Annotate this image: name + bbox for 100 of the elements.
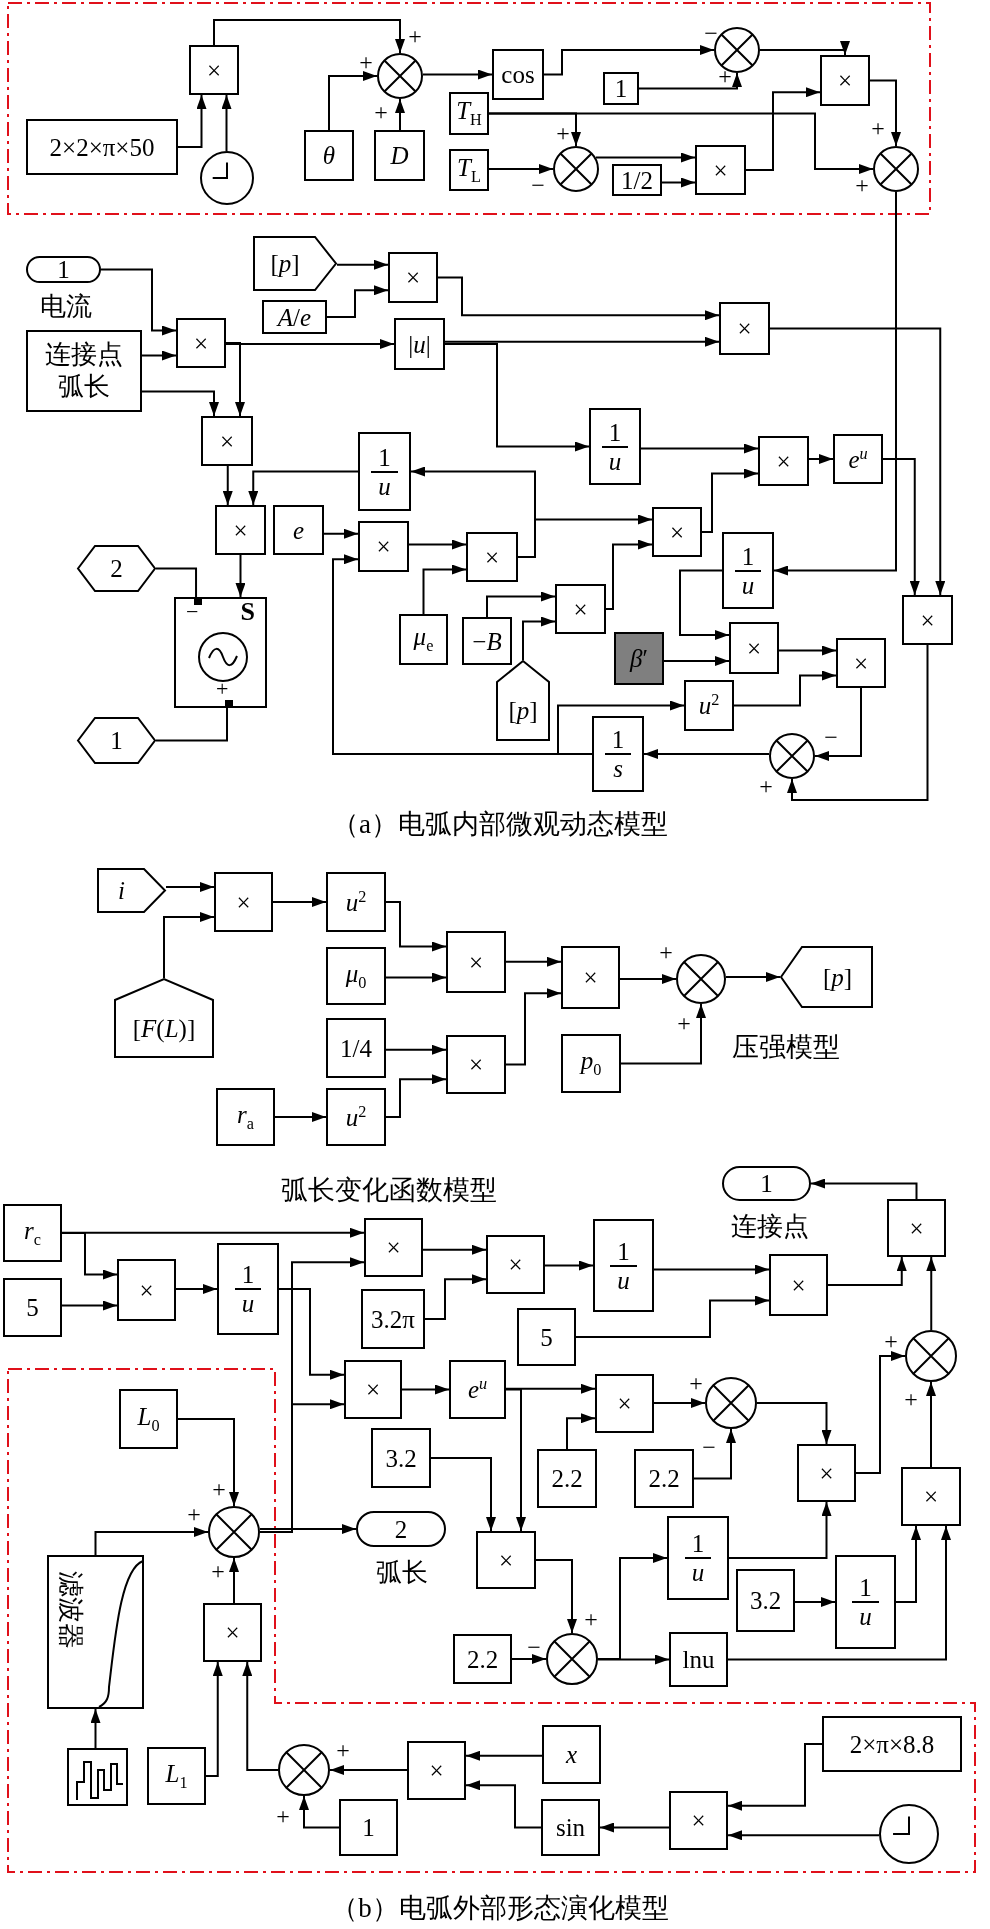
- function-block: θ: [304, 130, 354, 181]
- arrow: [141, 350, 177, 361]
- from-tag: [p]: [496, 660, 550, 741]
- arrow: [505, 988, 562, 1066]
- arrow: [488, 164, 554, 174]
- function-block: ×: [769, 1254, 828, 1316]
- arrow: [511, 1654, 547, 1664]
- arrow: [422, 564, 467, 615]
- arrow: [727, 1743, 823, 1811]
- arrow: [61, 1232, 118, 1280]
- function-block: x: [542, 1725, 601, 1784]
- sign-label: −: [824, 723, 838, 751]
- arrow: [745, 87, 821, 171]
- function-block: ×: [446, 931, 506, 993]
- arrow: [544, 1260, 594, 1271]
- arrow: [769, 327, 946, 596]
- function-block: T$_{H}$: [449, 92, 489, 135]
- function-block: 2×2×π×50: [26, 119, 178, 175]
- arrow: [517, 514, 653, 558]
- sign-label: +: [659, 938, 673, 966]
- arrow: [163, 912, 215, 979]
- sum-junction: [553, 146, 599, 192]
- arrow: [778, 645, 837, 656]
- figure-caption: （a）电弧内部微观动态模型: [332, 808, 668, 841]
- function-block: ×: [201, 416, 253, 466]
- arrow: [727, 1830, 880, 1841]
- arrow: [661, 177, 696, 188]
- arrow: [422, 1244, 487, 1255]
- arrow: [100, 268, 177, 336]
- arrow: [385, 972, 447, 983]
- goto-tag: i: [97, 868, 166, 913]
- arrow: [814, 687, 862, 761]
- function-block: L$_{1}$: [147, 1747, 206, 1805]
- sign-label: +: [336, 1736, 350, 1764]
- function-block: −B: [462, 617, 512, 665]
- arrow: [385, 1044, 447, 1055]
- arrow: [94, 1527, 209, 1556]
- function-block: 3.2: [371, 1428, 431, 1488]
- arrow: [522, 616, 556, 661]
- arrow: [653, 1264, 770, 1275]
- function-block: ×: [797, 1444, 856, 1502]
- port-label: 2: [356, 1511, 446, 1547]
- function-block: 1 u: [593, 1219, 654, 1312]
- goto-tag: [p]: [780, 946, 873, 1008]
- arrow: [926, 1256, 937, 1331]
- connector-line: [155, 707, 228, 742]
- arrow: [543, 45, 715, 76]
- sign-label: +: [759, 772, 773, 800]
- function-block: ×: [358, 521, 409, 572]
- function-block: 1/4: [326, 1018, 386, 1078]
- arrow: [855, 1351, 906, 1474]
- figure-caption: （b）电弧外部形态演化模型: [331, 1892, 669, 1925]
- arrow: [725, 972, 781, 982]
- function-block: 1 u: [589, 408, 641, 485]
- function-block: ×: [446, 1035, 506, 1094]
- function-block: r$_{a}$: [216, 1088, 275, 1146]
- sign-label: +: [556, 119, 570, 147]
- arrow: [808, 454, 834, 464]
- arrow: [395, 98, 405, 131]
- arrow: [810, 1178, 918, 1200]
- function-block: 2×π×8.8: [822, 1716, 962, 1772]
- arrow: [248, 470, 359, 506]
- arrow: [385, 901, 447, 952]
- sign-label: +: [374, 98, 388, 126]
- function-block: ×: [344, 1360, 402, 1419]
- arrow: [242, 1661, 279, 1771]
- arrow: [869, 79, 901, 147]
- function-block: u$^{2}$: [326, 1088, 386, 1146]
- function-block: ×: [555, 584, 606, 634]
- section-title: 压强模型: [732, 1031, 840, 1064]
- function-block: ×: [719, 302, 770, 355]
- arrow: [221, 94, 232, 152]
- arrow: [90, 1708, 101, 1749]
- arrow: [926, 1381, 936, 1468]
- arrow: [444, 343, 590, 452]
- function-block: ×: [836, 638, 886, 688]
- function-block: ×: [901, 1467, 961, 1526]
- arrow: [663, 656, 730, 666]
- arrow: [272, 897, 327, 907]
- arrow: [566, 1413, 596, 1450]
- arrow: [465, 1780, 542, 1829]
- arrow: [638, 72, 742, 90]
- function-block: e: [273, 505, 324, 555]
- arrow: [229, 1557, 239, 1604]
- sign-label: −: [702, 1433, 716, 1461]
- arrow: [177, 1418, 239, 1507]
- arrow: [385, 1074, 447, 1118]
- arrow: [401, 1384, 450, 1395]
- arrow: [336, 259, 389, 270]
- function-block: sin: [541, 1799, 600, 1856]
- connection-port: 1: [77, 717, 156, 764]
- arrow: [488, 112, 874, 174]
- arrow: [213, 19, 405, 54]
- function-block: ×: [215, 505, 266, 555]
- function-block: 1 u: [835, 1555, 896, 1649]
- arrow: [575, 1295, 770, 1338]
- sign-label: +: [855, 171, 869, 199]
- sign-label: +: [212, 1475, 226, 1503]
- sign-label: −: [531, 171, 545, 199]
- arrow: [643, 749, 770, 759]
